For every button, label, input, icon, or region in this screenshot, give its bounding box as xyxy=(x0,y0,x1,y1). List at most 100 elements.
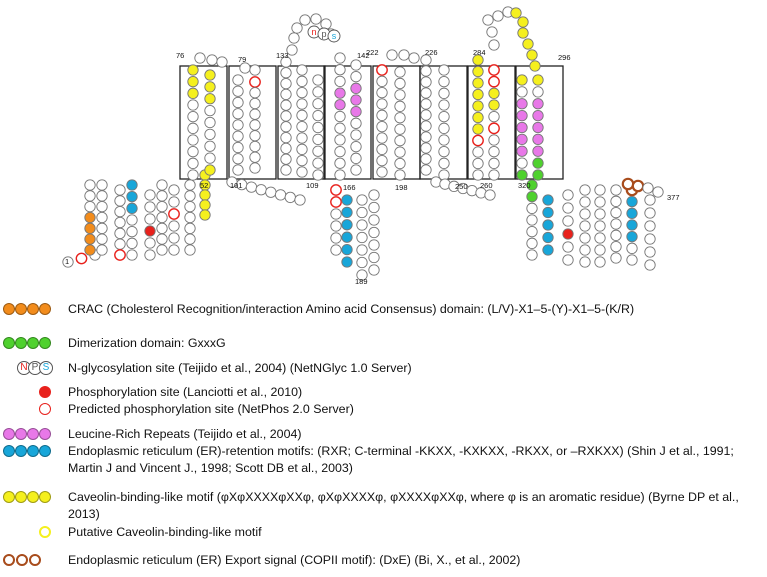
residue-position-label: 296 xyxy=(558,53,571,62)
residue-circle xyxy=(296,75,308,87)
residue-circle xyxy=(296,64,308,76)
residue-circle xyxy=(532,145,544,157)
legend-item-label: Leucine-Rich Repeats (Teijido et al., 20… xyxy=(68,427,302,441)
residue-circle xyxy=(532,121,544,134)
residue-circle xyxy=(626,219,638,231)
residue-circle xyxy=(312,145,324,157)
residue-circle xyxy=(484,189,496,201)
residue-circle xyxy=(610,241,622,253)
residue-circle xyxy=(526,237,538,249)
residue-circle xyxy=(330,232,342,244)
residue-circle xyxy=(376,64,388,76)
residue-circle xyxy=(542,194,554,206)
residue-circle xyxy=(408,52,420,64)
residue-circle xyxy=(350,117,362,129)
residue-circle xyxy=(516,86,528,98)
residue-position-label: 101 xyxy=(230,181,243,190)
residue-circle xyxy=(368,239,380,251)
residue-circle xyxy=(350,152,362,164)
residue-circle xyxy=(510,7,522,19)
residue-circle xyxy=(420,164,432,176)
residue-circle xyxy=(187,134,199,146)
residue-circle xyxy=(232,108,244,120)
residue-position-label: 226 xyxy=(425,48,438,57)
residue-circle xyxy=(532,109,544,122)
residue-position-label: 1 xyxy=(65,257,69,266)
residue-position-label: 76 xyxy=(176,51,184,60)
residue-circle xyxy=(294,194,306,206)
residue-circle xyxy=(376,75,388,87)
residue-circle xyxy=(204,104,216,117)
residue-circle xyxy=(187,64,199,76)
residue-circle xyxy=(168,244,180,256)
residue-circle xyxy=(376,121,388,133)
residue-circle xyxy=(594,244,606,256)
legend-dot xyxy=(15,428,27,440)
residue-circle xyxy=(420,120,432,132)
residue-circle xyxy=(232,153,244,165)
residue-circle xyxy=(472,134,484,147)
residue-circle xyxy=(114,249,126,261)
residue-circle xyxy=(288,32,300,44)
legend-dot xyxy=(16,554,28,566)
residue-circle xyxy=(126,202,138,214)
residue-circle xyxy=(376,166,388,178)
residue-circle xyxy=(312,157,324,169)
residue-circle xyxy=(579,208,591,220)
residue-circle xyxy=(280,164,292,176)
residue-circle xyxy=(232,119,244,131)
residue-circle xyxy=(350,106,362,118)
legend-dot xyxy=(3,428,15,440)
residue-circle xyxy=(626,196,638,208)
residue-circle xyxy=(644,233,656,245)
legend-item-label: Endoplasmic reticulum (ER)-retention mot… xyxy=(68,444,734,475)
legend-dot xyxy=(3,491,15,503)
residue-circle xyxy=(312,121,324,134)
residue-circle xyxy=(232,74,244,86)
residue-circle xyxy=(488,146,500,158)
residue-circle xyxy=(144,201,156,213)
residue-circle xyxy=(368,251,380,264)
residue-circle xyxy=(368,264,380,276)
residue-circle xyxy=(204,116,216,129)
residue-position-label: 250 xyxy=(455,182,468,191)
residue-position-label: 52 xyxy=(200,181,208,190)
residue-circle xyxy=(542,244,554,256)
residue-circle xyxy=(542,231,554,244)
residue-circle xyxy=(350,94,362,106)
residue-circle xyxy=(626,207,638,219)
residue-circle xyxy=(420,65,432,77)
residue-circle xyxy=(626,231,638,243)
legend-item-label: Phosphorylation site (Lanciotti et al., … xyxy=(68,385,303,399)
residue-circle xyxy=(542,219,554,231)
residue-circle xyxy=(341,219,353,231)
residue-circle xyxy=(610,184,622,196)
residue-circle xyxy=(296,166,308,178)
residue-circle xyxy=(286,44,298,56)
residue-circle xyxy=(232,141,244,154)
legend-dot xyxy=(39,445,51,457)
residue-circle xyxy=(610,252,622,264)
residue-circle xyxy=(579,244,591,256)
residue-circle xyxy=(368,201,380,214)
residue-circle xyxy=(522,38,534,50)
legend-dot xyxy=(27,491,39,503)
residue-circle xyxy=(249,64,261,76)
residue-position-label: 133 xyxy=(276,51,289,60)
residue-circle xyxy=(394,89,406,101)
residue-circle xyxy=(488,39,500,51)
residue-circle xyxy=(296,132,308,144)
residue-circle xyxy=(394,100,406,112)
residue-circle xyxy=(579,220,591,232)
residue-circle xyxy=(516,145,528,157)
residue-circle xyxy=(579,256,591,268)
residue-circle xyxy=(232,130,244,142)
residue-circle xyxy=(394,157,406,170)
residue-circle xyxy=(526,226,538,238)
residue-circle xyxy=(472,169,484,181)
residue-circle xyxy=(376,109,388,121)
residue-circle xyxy=(62,256,74,268)
residue-circle xyxy=(594,208,606,220)
residue-circle xyxy=(438,76,450,88)
residue-circle xyxy=(356,194,368,206)
